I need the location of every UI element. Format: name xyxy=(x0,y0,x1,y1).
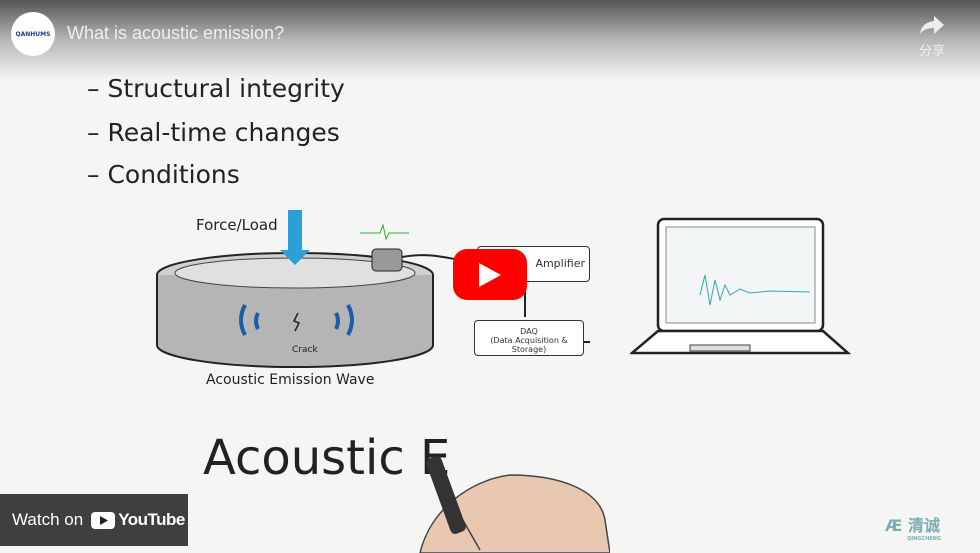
hand-illustration xyxy=(419,456,610,553)
play-icon xyxy=(479,262,501,287)
diagram-illustration xyxy=(156,210,590,368)
amplifier-box: Amplifier xyxy=(477,246,590,282)
crack-label: Crack xyxy=(292,345,318,355)
amplifier-label: Amplifier xyxy=(535,257,585,270)
daq-box: DAQ (Data Acquisition & Storage) xyxy=(474,320,584,356)
daq-label: DAQ xyxy=(520,327,538,336)
video-title[interactable]: What is acoustic emission? xyxy=(67,23,285,43)
share-button[interactable]: 分享 xyxy=(912,14,952,59)
top-overlay xyxy=(0,0,980,80)
bullet: – Conditions xyxy=(87,160,240,189)
laptop-illustration xyxy=(630,217,852,355)
force-label: Force/Load xyxy=(196,216,278,234)
bullet: – Real-time changes xyxy=(87,118,340,147)
youtube-icon xyxy=(91,511,116,529)
share-label: 分享 xyxy=(918,44,945,59)
avatar-text: QANHUMS xyxy=(15,30,51,38)
brand-text: 清诚 xyxy=(907,516,940,535)
channel-avatar[interactable]: QANHUMS xyxy=(11,12,55,56)
share-icon xyxy=(920,16,944,34)
youtube-logo: YouTube xyxy=(91,510,185,530)
handwriting-text: Acoustic E xyxy=(203,430,451,486)
wave-label: Acoustic Emission Wave xyxy=(206,372,375,388)
watch-on-label: Watch on xyxy=(12,510,84,529)
daq-sublabel: (Data Acquisition & Storage) xyxy=(490,336,568,354)
watch-on-youtube-button[interactable]: Watch on YouTube xyxy=(0,494,188,546)
brand-subtext: QINGCHENG xyxy=(907,536,941,542)
youtube-wordmark: YouTube xyxy=(118,510,185,529)
play-button[interactable] xyxy=(453,249,527,300)
